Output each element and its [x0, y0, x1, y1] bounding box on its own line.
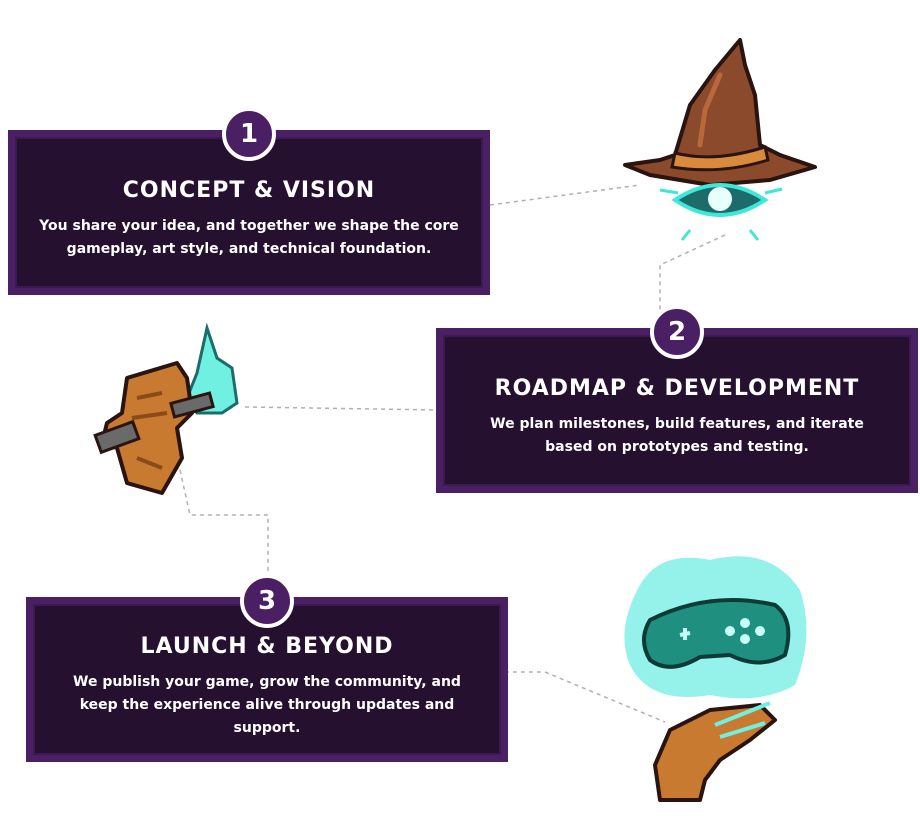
step-2-description: We plan milestones, build features, and …: [490, 416, 864, 455]
game-controller-hand-icon: [624, 556, 807, 802]
step-card-3-inner: LAUNCH & BEYOND We publish your game, gr…: [33, 604, 501, 755]
step-card-1: CONCEPT & VISION You share your idea, an…: [8, 130, 490, 295]
step-card-1-inner: CONCEPT & VISION You share your idea, an…: [15, 137, 483, 288]
step-3-description: We publish your game, grow the community…: [73, 673, 461, 736]
step-2-number-badge: 2: [650, 305, 704, 359]
step-1-number-badge: 1: [222, 107, 276, 161]
gauntlet-icon: [93, 322, 239, 495]
step-3-title: LAUNCH & BEYOND: [140, 633, 394, 659]
wizard-hat-icon: [623, 38, 817, 241]
step-3-number-badge: 3: [240, 574, 294, 628]
step-1-description: You share your idea, and together we sha…: [39, 218, 459, 257]
step-1-title: CONCEPT & VISION: [122, 178, 376, 203]
step-2-title: ROADMAP & DEVELOPMENT: [494, 376, 860, 401]
step-card-2: ROADMAP & DEVELOPMENT We plan milestones…: [436, 328, 918, 493]
magic-eye-icon: [659, 183, 783, 241]
